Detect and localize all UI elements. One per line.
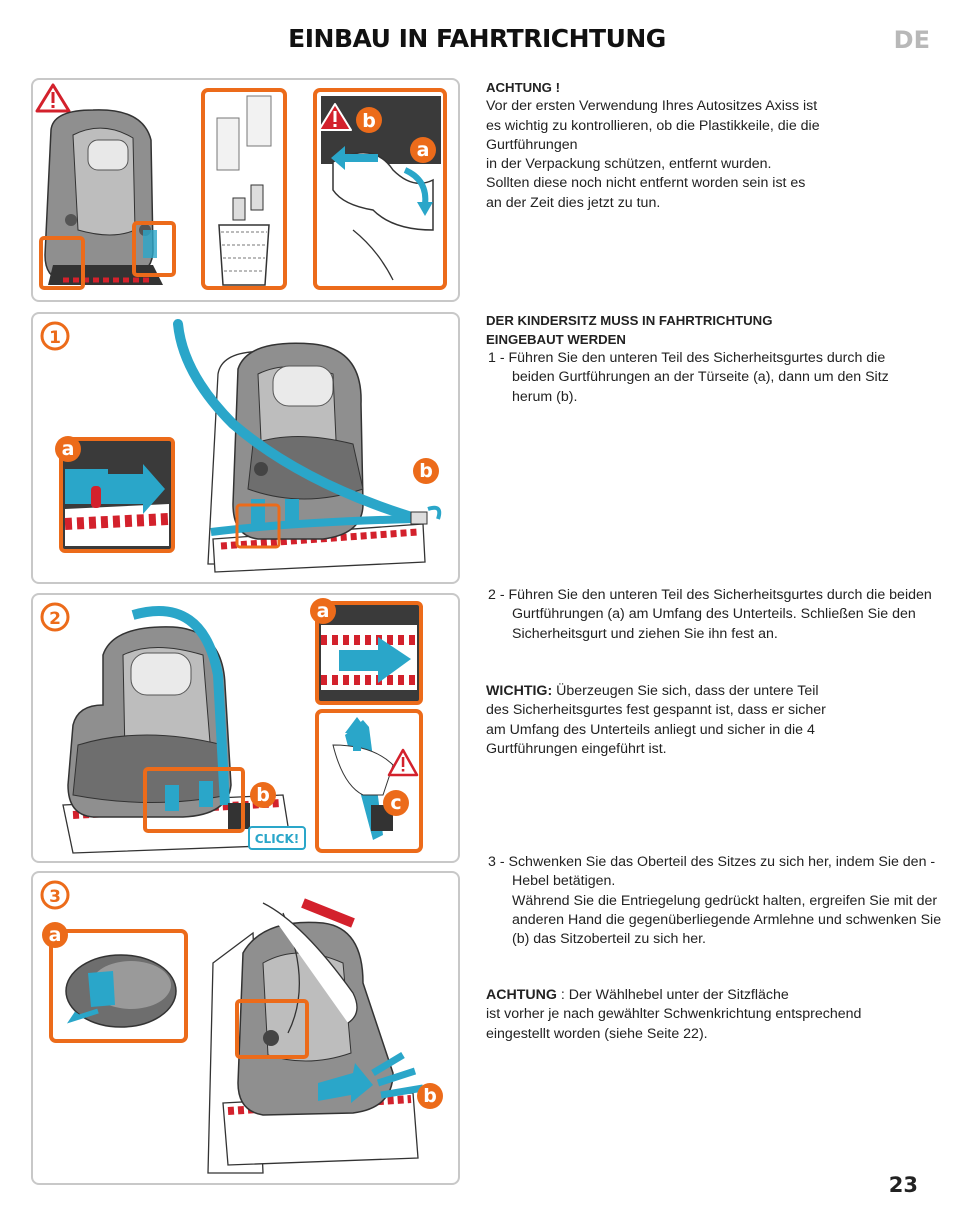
warning-icon xyxy=(318,103,352,131)
figure-panel-step1: 1 a b xyxy=(31,312,460,584)
achtung2-section: ACHTUNG : Der Wählhebel unter der Sitzfl… xyxy=(486,986,926,1044)
wichtig-line: am Umfang des Unterteils anliegt und sic… xyxy=(486,721,815,738)
achtung-line: Sollten diese noch nicht entfernt worden… xyxy=(486,175,806,192)
wichtig-line: Gurtführungen eingeführt ist. xyxy=(486,740,667,757)
page-title: EINBAU IN FAHRTRICHTUNG xyxy=(288,24,666,53)
achtung-line: Vor der ersten Verwendung Ihres Autositz… xyxy=(486,98,818,115)
fig1-label-a: a xyxy=(62,438,75,460)
achtung-heading: ACHTUNG ! xyxy=(486,80,560,95)
car-seat-illustration xyxy=(44,109,163,285)
achtung-section: ACHTUNG ! Vor der ersten Verwendung Ihre… xyxy=(486,78,926,213)
figure-panel-step3: 3 a b xyxy=(31,871,460,1185)
fig3-step-number: 3 xyxy=(49,887,61,907)
fig2-label-c: c xyxy=(390,792,401,814)
fig3-label-b: b xyxy=(423,1085,437,1107)
wichtig-line: des Sicherheitsgurtes fest gespannt ist,… xyxy=(486,702,826,719)
install-section: DER KINDERSITZ MUSS IN FAHRTRICHTUNG EIN… xyxy=(486,311,916,350)
fig0-label-a: a xyxy=(417,139,430,161)
fig2-step-number: 2 xyxy=(49,609,61,629)
wichtig-section: WICHTIG: Überzeugen Sie sich, dass der u… xyxy=(486,682,926,759)
warning-icon xyxy=(35,83,71,113)
figure-step1-svg: 1 a b xyxy=(40,319,442,573)
achtung2-line: ist vorher je nach gewählter Schwenkrich… xyxy=(486,1006,862,1023)
figure-warning-svg: b a xyxy=(35,83,447,290)
fig1-label-b: b xyxy=(419,460,433,482)
figure-step2-svg: 2 b CLICK! a c xyxy=(40,598,423,854)
fig1-step-number: 1 xyxy=(49,328,61,348)
step1-text: 1 - Führen Sie den unteren Teil des Sich… xyxy=(488,350,889,405)
achtung-line: in der Verpackung schützen, entfernt wur… xyxy=(486,156,772,173)
step3-text-2: Während Sie die Entriegelung gedrückt ha… xyxy=(512,892,942,948)
achtung-line: an der Zeit dies jetzt zu tun. xyxy=(486,194,661,211)
achtung2-line: eingestellt worden (siehe Seite 22). xyxy=(486,1025,708,1042)
step3-text: 3 - Schwenken Sie das Oberteil des Sitze… xyxy=(486,853,942,949)
warning-icon xyxy=(387,748,419,777)
wichtig-label: WICHTIG: xyxy=(486,683,553,699)
achtung-line: Gurtführungen xyxy=(486,136,578,153)
fig0-label-b: b xyxy=(362,110,376,132)
language-code: DE xyxy=(893,26,930,54)
wichtig-first-line: Überzeugen Sie sich, dass der untere Tei… xyxy=(556,683,819,699)
figure-panel-step2: 2 b CLICK! a c xyxy=(31,593,460,863)
achtung-line: es wichtig zu kontrollieren, ob die Plas… xyxy=(486,117,820,134)
step2-text: 2 - Führen Sie den unteren Teil des Sich… xyxy=(488,587,932,642)
figure-panel-warning: b a xyxy=(31,78,460,302)
fig2-label-b: b xyxy=(256,784,270,806)
figure-step3-svg: 3 a b xyxy=(40,880,443,1174)
fig3-label-a: a xyxy=(49,924,62,946)
install-heading-line1: DER KINDERSITZ MUSS IN FAHRTRICHTUNG xyxy=(486,313,773,328)
achtung2-label: ACHTUNG xyxy=(486,987,557,1003)
achtung2-first-line: : Der Wählhebel unter der Sitzfläche xyxy=(556,987,789,1003)
page-number: 23 xyxy=(888,1173,918,1197)
fig2-click-label: CLICK! xyxy=(255,832,300,846)
step3-text-1: 3 - Schwenken Sie das Oberteil des Sitze… xyxy=(488,854,936,890)
fig2-label-a: a xyxy=(317,600,330,622)
install-heading-line2: EINGEBAUT WERDEN xyxy=(486,332,626,348)
